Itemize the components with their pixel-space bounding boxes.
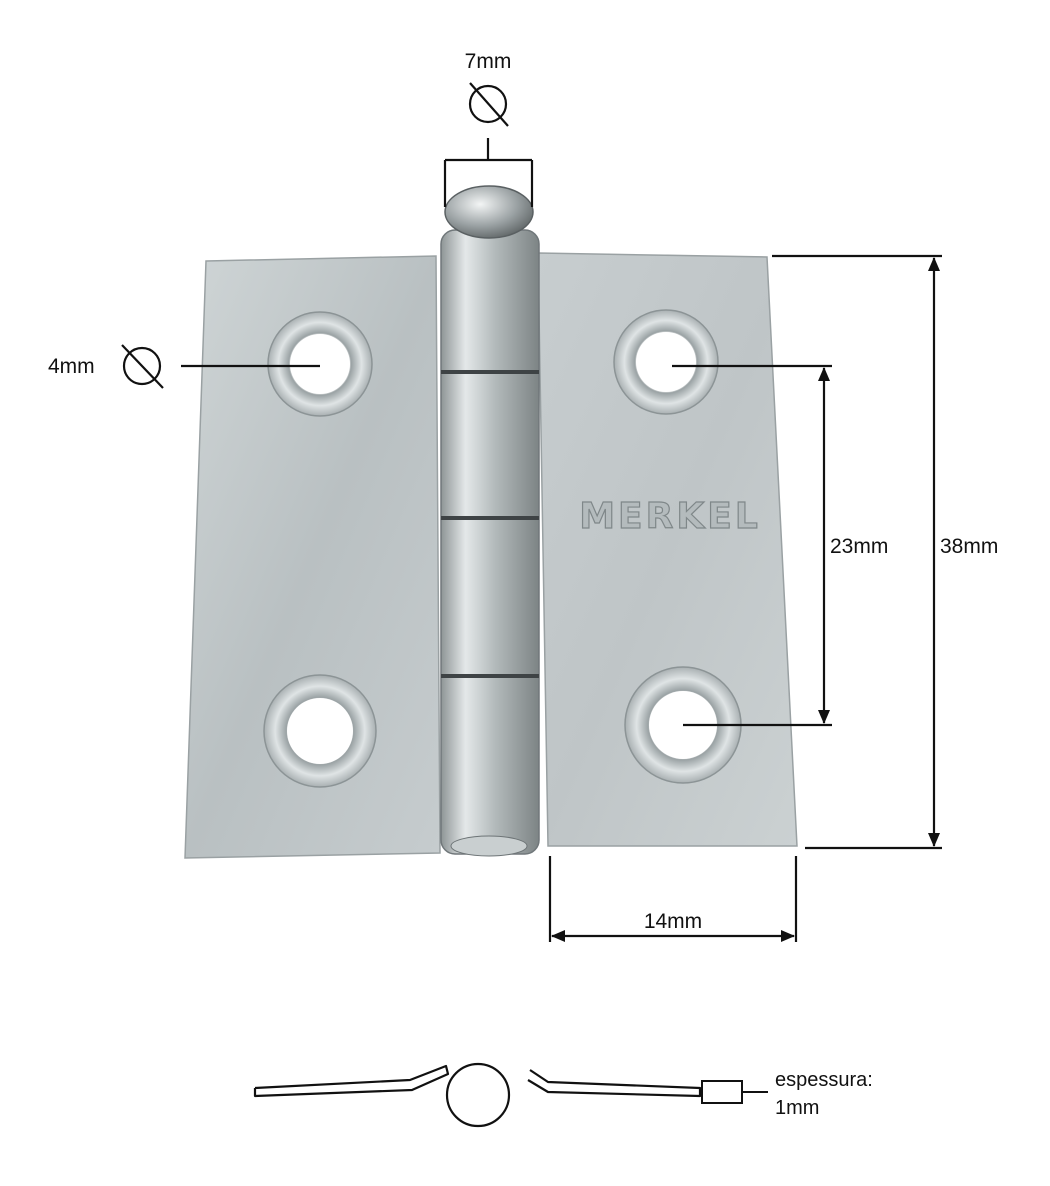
leaf-width-label: 14mm [644, 910, 702, 933]
screw-hole [613, 309, 719, 415]
screw-hole [263, 674, 377, 788]
side-profile: espessura: 1mm [253, 1062, 873, 1128]
thickness-value: 1mm [775, 1097, 819, 1119]
diameter-icon [468, 82, 509, 127]
hole-spacing-dimension: 23mm [672, 364, 888, 727]
pin-head [444, 185, 534, 239]
hinge-photo: MERKEL [184, 185, 798, 859]
barrel-profile [445, 1062, 511, 1128]
pin-diameter-dimension: 7mm [443, 50, 534, 207]
hole-diameter-label: 4mm [48, 355, 95, 378]
left-leaf [184, 255, 441, 859]
hole-spacing-label: 23mm [830, 535, 888, 558]
thickness-label: espessura: [775, 1069, 873, 1091]
thickness-marker [701, 1080, 743, 1104]
height-label: 38mm [940, 535, 998, 558]
hinge-barrel [440, 185, 540, 857]
height-dimension: 38mm [772, 254, 998, 850]
screw-hole [267, 311, 373, 417]
brand-emboss: MERKEL [579, 496, 761, 537]
pin-diameter-label: 7mm [465, 50, 512, 73]
hole-diameter-dimension: 4mm [48, 344, 320, 389]
leaf-width-dimension: 14mm [548, 856, 798, 942]
diameter-icon [121, 344, 164, 389]
